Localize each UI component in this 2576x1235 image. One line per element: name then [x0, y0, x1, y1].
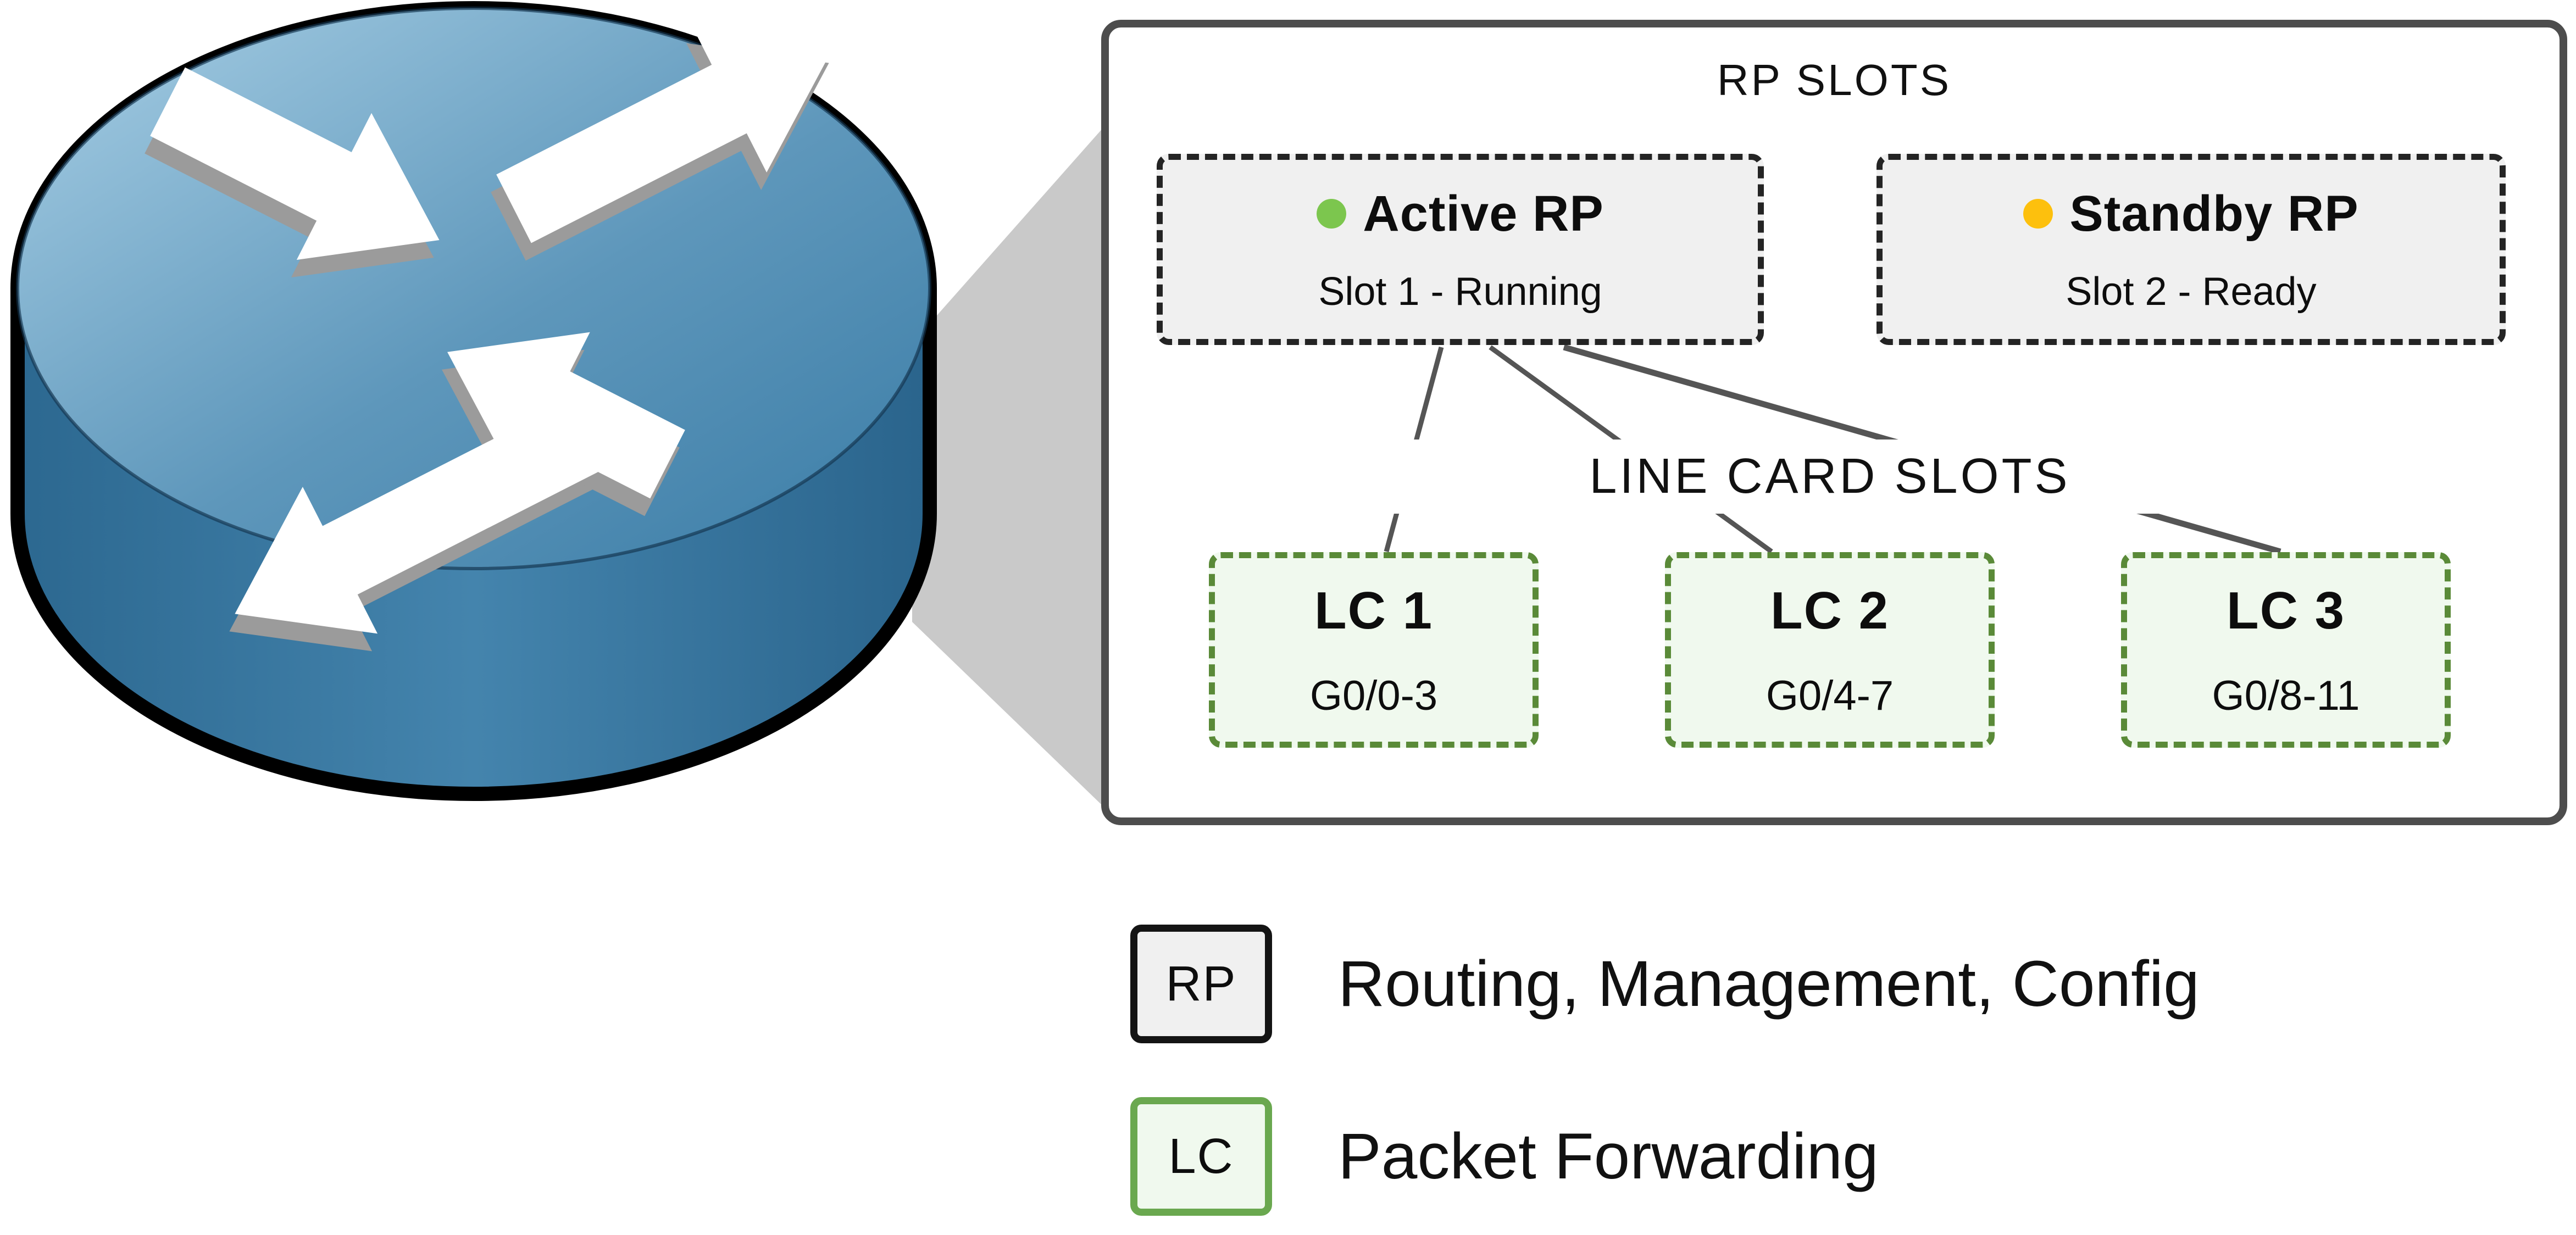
legend-rp-key: RP: [1130, 925, 1272, 1043]
lc1-title: LC 1: [1314, 581, 1434, 640]
lc2-card: LC 2 G0/4-7: [1665, 552, 1995, 748]
legend-row-lc: LC Packet Forwarding: [1130, 1097, 1879, 1216]
active-rp-title-row: Active RP: [1317, 185, 1604, 243]
zoom-cone: [912, 127, 1103, 806]
lc3-ports: G0/8-11: [2212, 672, 2360, 719]
rp-slots-title: RP SLOTS: [1717, 55, 1952, 104]
arrow-inward-bottomright-icon: [447, 332, 685, 499]
active-rp-card: Active RP Slot 1 - Running: [1157, 154, 1764, 345]
legend-row-rp: RP Routing, Management, Config: [1130, 925, 2200, 1043]
standby-rp-title: Standby RP: [2069, 185, 2359, 242]
lc3-card: LC 3 G0/8-11: [2121, 552, 2451, 748]
lc1-ports: G0/0-3: [1309, 672, 1438, 719]
line-card-slots-title: LINE CARD SLOTS: [1154, 440, 2506, 514]
active-status-dot-icon: [1317, 199, 1347, 229]
arrow-inward-topleft-icon: [150, 67, 440, 260]
lc2-title: LC 2: [1770, 581, 1890, 640]
router-icon: [10, 1, 937, 801]
standby-rp-card: Standby RP Slot 2 - Ready: [1877, 154, 2506, 345]
standby-rp-title-row: Standby RP: [2023, 185, 2358, 243]
lc1-card: LC 1 G0/0-3: [1209, 552, 1539, 748]
lc3-title: LC 3: [2226, 581, 2346, 640]
lc2-ports: G0/4-7: [1766, 672, 1894, 719]
routing-arrows: [150, 25, 835, 634]
active-rp-status: Slot 1 - Running: [1318, 269, 1602, 314]
legend-rp-description: Routing, Management, Config: [1338, 948, 2200, 1020]
legend-lc-description: Packet Forwarding: [1338, 1120, 1879, 1193]
arrow-outward-topright-icon: [496, 25, 835, 243]
active-rp-title: Active RP: [1363, 185, 1604, 242]
standby-rp-status: Slot 2 - Ready: [2066, 269, 2317, 314]
legend-lc-key: LC: [1130, 1097, 1272, 1216]
standby-status-dot-icon: [2023, 199, 2053, 229]
